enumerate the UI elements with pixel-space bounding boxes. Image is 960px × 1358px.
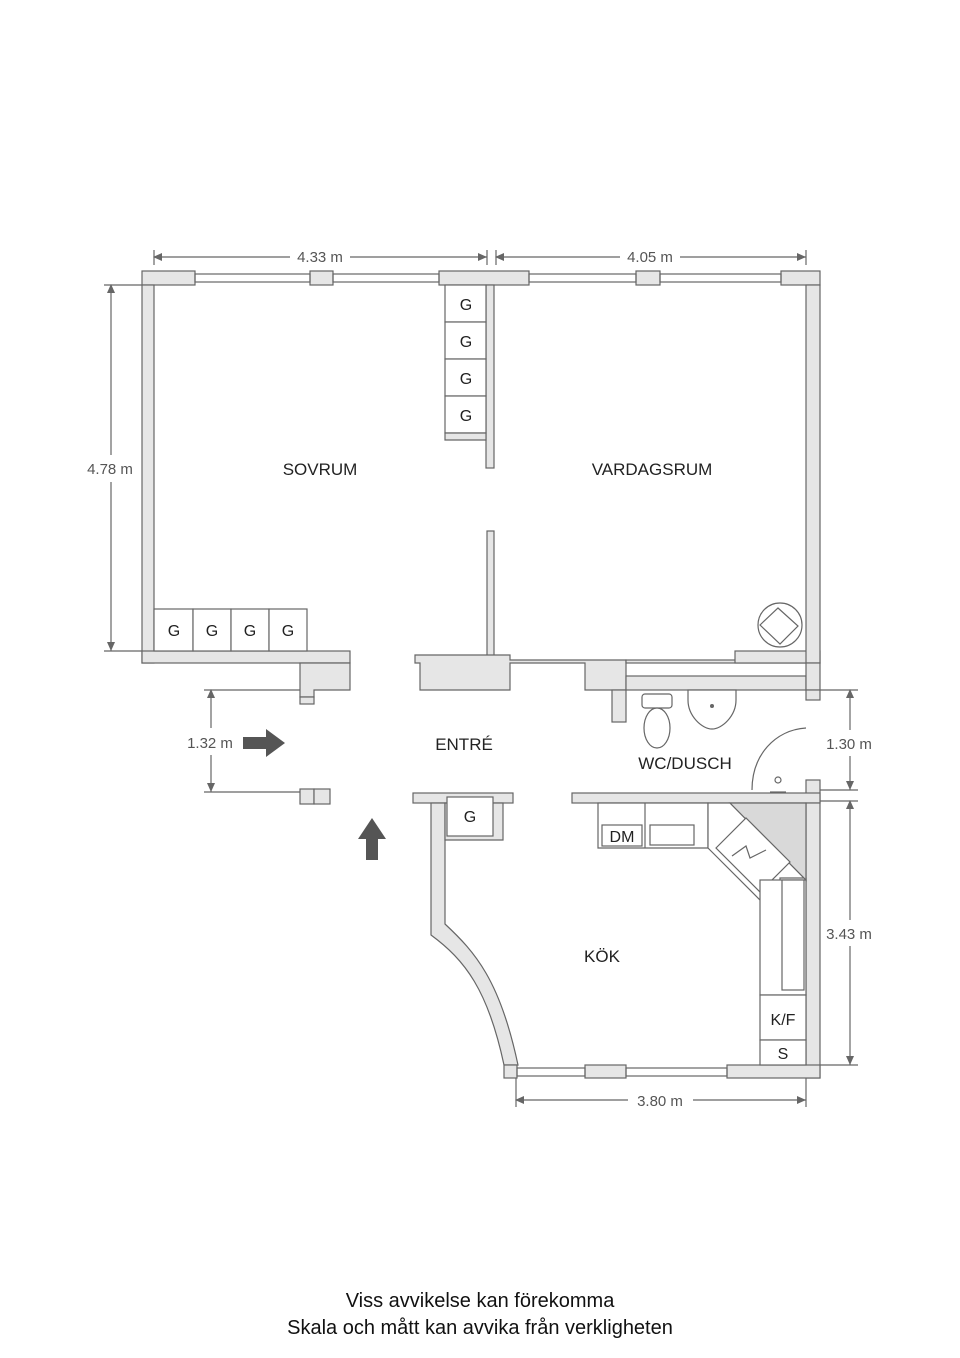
wardrobe-label: G — [460, 408, 472, 425]
entrance-arrow-up-icon — [358, 818, 386, 860]
dimension-right-lower: 3.43 m — [826, 926, 872, 943]
wardrobe-label: G — [460, 334, 472, 351]
dishwasher-label: DM — [610, 829, 635, 846]
room-label-kok: KÖK — [584, 947, 621, 966]
shower-icon — [751, 727, 807, 793]
wardrobe-label: G — [244, 623, 256, 640]
entrance-arrow-icon — [243, 729, 285, 757]
dimension-entrance: 1.32 m — [187, 735, 233, 752]
dimension-lines — [104, 250, 858, 1107]
wardrobe-label: G — [282, 623, 294, 640]
sink-icon — [687, 689, 737, 730]
room-label-wc-dusch: WC/DUSCH — [638, 754, 732, 773]
walls — [141, 270, 821, 1079]
fridge-freezer-label: K/F — [771, 1012, 796, 1029]
tiled-stove-icon — [757, 602, 803, 648]
dimension-top-right: 4.05 m — [627, 249, 673, 266]
entrance-closet: G — [444, 796, 504, 841]
kitchen-counters: DM K/F S — [597, 802, 807, 1066]
stove-label: S — [778, 1046, 789, 1063]
dimension-left: 4.78 m — [87, 461, 133, 478]
wardrobe-label: G — [460, 371, 472, 388]
room-label-sovrum: SOVRUM — [283, 460, 358, 479]
bedroom-wardrobes-top: G G G G — [444, 284, 487, 441]
room-label-entre: ENTRÉ — [435, 735, 493, 754]
disclaimer-line-1: Viss avvikelse kan förekomma — [345, 1290, 615, 1312]
dimension-top-left: 4.33 m — [297, 249, 343, 266]
wardrobe-label: G — [168, 623, 180, 640]
bedroom-wardrobes-bottom: G G G G — [153, 608, 308, 652]
wardrobe-label: G — [206, 623, 218, 640]
room-label-vardagsrum: VARDAGSRUM — [592, 460, 713, 479]
dimension-bottom: 3.80 m — [637, 1093, 683, 1110]
toilet-icon — [641, 693, 673, 749]
wardrobe-label: G — [464, 809, 476, 826]
wardrobe-label: G — [460, 297, 472, 314]
dimension-right-upper: 1.30 m — [826, 736, 872, 753]
disclaimer-line-2: Skala och mått kan avvika från verklighe… — [287, 1317, 673, 1339]
